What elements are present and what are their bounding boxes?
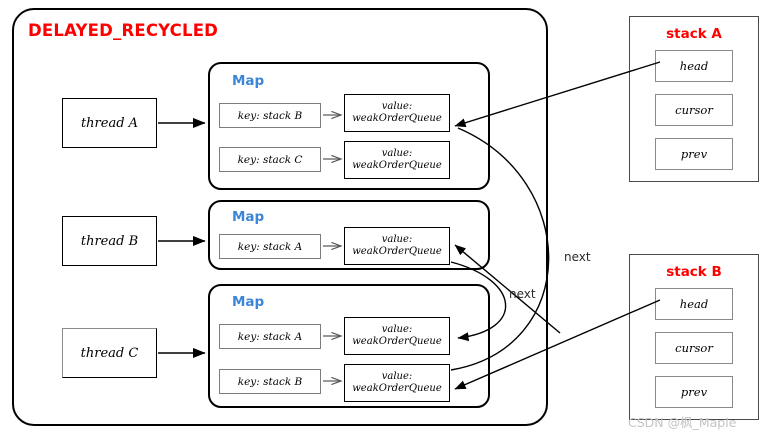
key-box-1-1: key: stack B	[219, 103, 321, 128]
stack-panel-a: stack A head cursor prev	[629, 16, 759, 182]
map-label-1: Map	[232, 73, 265, 89]
value-box-line2: weakOrderQueue	[352, 336, 442, 347]
value-box-line2: weakOrderQueue	[352, 113, 442, 124]
next-label-upper: next	[564, 250, 591, 264]
stack-a-field-head: head	[655, 50, 733, 82]
map-label-3: Map	[232, 294, 265, 310]
value-box-line1: value:	[381, 100, 413, 112]
value-box-line2: weakOrderQueue	[352, 160, 442, 171]
stack-b-field-head: head	[655, 288, 733, 320]
thread-box-a: thread A	[62, 98, 157, 148]
value-box-line1: value:	[381, 370, 413, 382]
stack-panel-b: stack B head cursor prev	[629, 254, 759, 420]
key-box-3-2: key: stack B	[219, 369, 321, 394]
next-label-lower: next	[509, 287, 536, 301]
value-box-line1: value:	[381, 323, 413, 335]
thread-box-c: thread C	[62, 328, 157, 378]
value-box-3-2: value: weakOrderQueue	[344, 364, 450, 402]
value-box-1-1: value: weakOrderQueue	[344, 94, 450, 132]
map-label-2: Map	[232, 209, 265, 225]
key-box-3-1: key: stack A	[219, 324, 321, 349]
stack-a-field-cursor: cursor	[655, 94, 733, 126]
stack-a-field-prev: prev	[655, 138, 733, 170]
delayed-recycled-title: DELAYED_RECYCLED	[28, 21, 219, 40]
stack-b-field-prev: prev	[655, 376, 733, 408]
key-box-2-1: key: stack A	[219, 234, 321, 259]
stack-b-title: stack B	[666, 264, 722, 280]
value-box-line1: value:	[381, 233, 413, 245]
watermark-text: CSDN @枫_Maple	[628, 415, 737, 430]
value-box-line2: weakOrderQueue	[352, 246, 442, 257]
value-box-line2: weakOrderQueue	[352, 383, 442, 394]
stack-a-title: stack A	[666, 26, 722, 42]
key-box-1-2: key: stack C	[219, 147, 321, 172]
value-box-3-1: value: weakOrderQueue	[344, 317, 450, 355]
stack-b-field-cursor: cursor	[655, 332, 733, 364]
value-box-1-2: value: weakOrderQueue	[344, 141, 450, 179]
value-box-line1: value:	[381, 147, 413, 159]
value-box-2-1: value: weakOrderQueue	[344, 227, 450, 265]
thread-box-b: thread B	[62, 216, 157, 266]
